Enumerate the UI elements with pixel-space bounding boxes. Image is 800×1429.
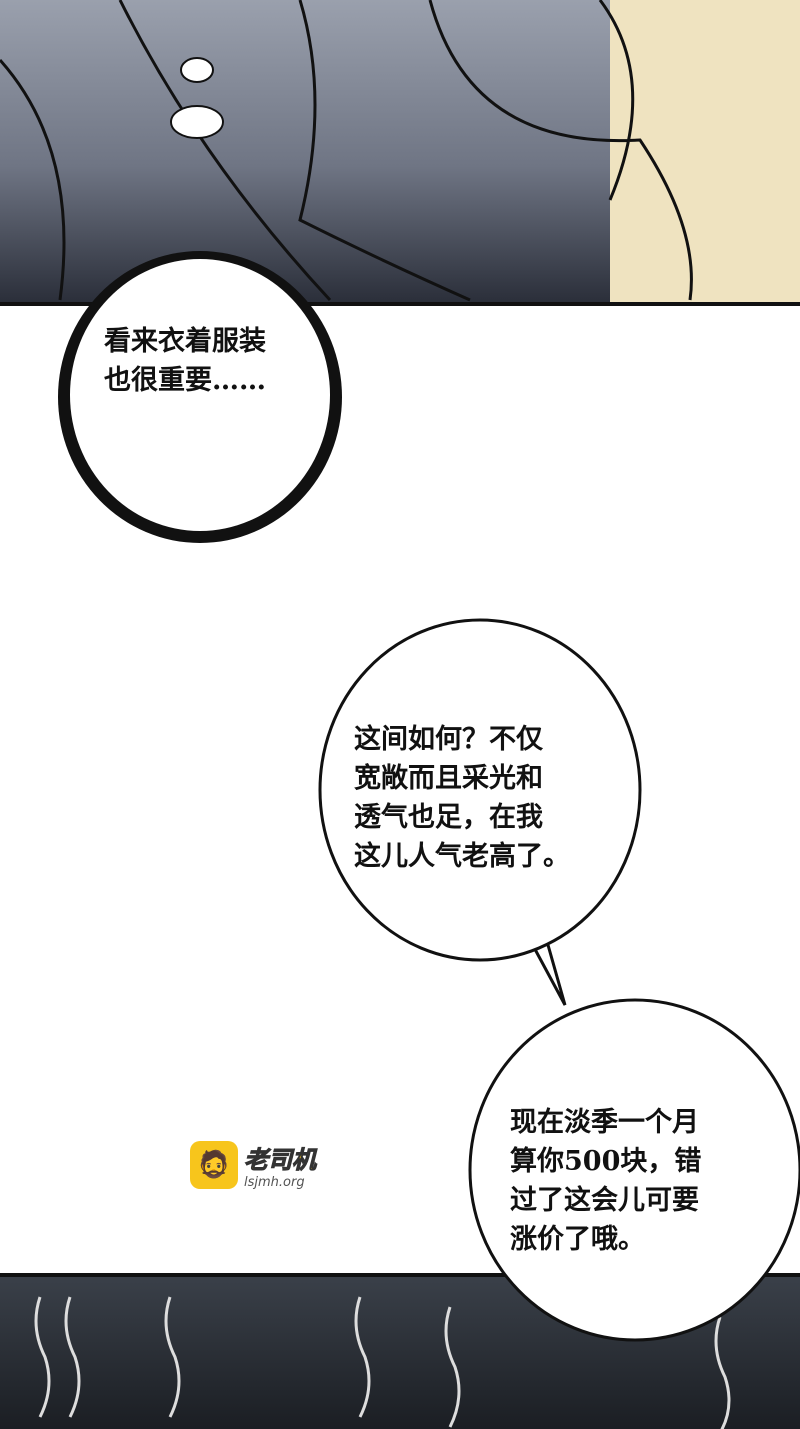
bubble-2-text: 这间如何？不仅 宽敞而且采光和 透气也足，在我 这儿人气老高了。 <box>354 724 570 872</box>
bubble-1-text: 看来衣着服装 也很重要…… <box>104 326 266 396</box>
wavy-lines <box>34 1296 731 1429</box>
watermark: 🧔 老司机 lsjmh.org <box>190 1140 317 1190</box>
background-wall <box>610 0 800 302</box>
top-panel-clothing-art <box>0 0 800 306</box>
thought-bubble <box>70 259 330 531</box>
speech-bubble-2 <box>318 618 642 962</box>
speech-bubble-3 <box>468 998 800 1342</box>
watermark-logo-icon: 🧔 <box>190 1141 238 1189</box>
bubble-3-text: 现在淡季一个月 算你500块，错 过了这会儿可要 涨价了哦。 <box>510 1107 702 1255</box>
watermark-title: 老司机 <box>244 1146 317 1175</box>
watermark-url: lsjmh.org <box>244 1175 305 1190</box>
clothing-linework <box>0 0 693 302</box>
